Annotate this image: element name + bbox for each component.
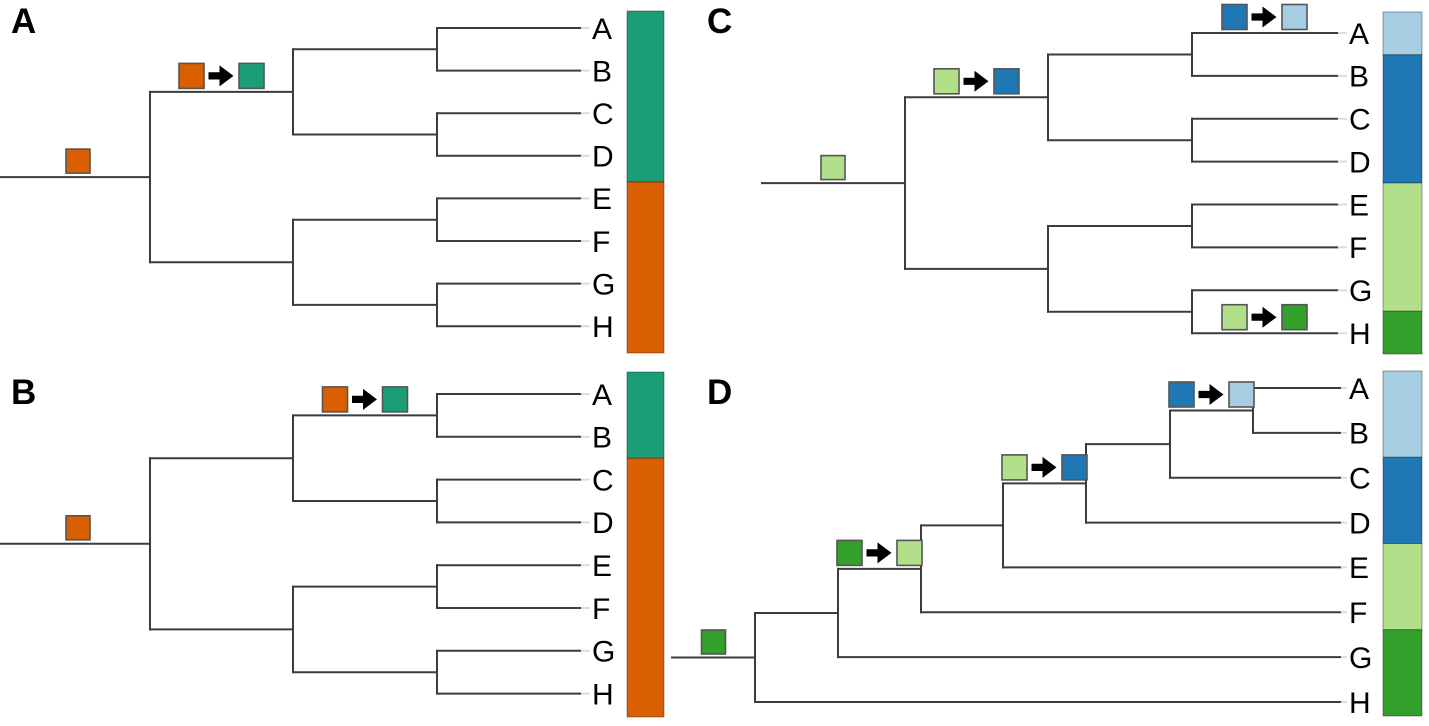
transition-from-square-light_green [1001,454,1028,481]
state-bar-segment-orange [626,181,665,354]
tip-label-A: A [592,13,612,46]
transition-to-square-light_blue [1228,381,1255,408]
state-bar-segment-blue [1382,456,1423,544]
root-state-square-light_green [820,154,846,181]
transition-to-square-light_green [896,539,923,567]
tip-label-A: A [592,379,612,412]
state-bar-segment-teal [626,371,665,459]
state-bar-segment-blue [1382,54,1423,184]
transition-to-square-blue [1061,454,1088,481]
tip-label-H: H [1349,687,1371,720]
tip-label-H: H [592,678,614,711]
tip-label-D: D [1349,146,1371,179]
transition-to-square-dark_green [1281,303,1308,331]
tip-label-E: E [1349,189,1369,222]
tip-state-bar [1382,11,1423,355]
transition-dark_green-to-light_green [836,539,923,567]
tip-label-G: G [592,268,615,301]
state-change-arrow-icon [1251,306,1277,328]
tip-label-E: E [592,183,612,216]
transition-from-square-light_green [1221,303,1248,331]
tip-label-C: C [592,98,614,131]
transition-orange-to-teal [321,386,409,413]
tip-label-G: G [1349,642,1372,675]
panel-label-A: A [11,2,36,41]
tip-label-F: F [1349,597,1367,630]
tip-label-D: D [1349,507,1371,540]
tip-label-E: E [1349,552,1369,585]
state-bar-segment-light_green [1382,182,1423,312]
panel-label-D: D [707,373,732,412]
tip-label-G: G [1349,275,1372,308]
tip-label-H: H [1349,318,1371,351]
root-state-square-orange [65,514,91,541]
tip-label-H: H [592,311,614,344]
tip-label-B: B [592,422,612,455]
transition-from-square-orange [321,386,349,413]
tree-C [761,32,1338,335]
transition-from-square-light_green [933,68,960,95]
transition-from-square-blue [1168,381,1195,408]
transition-blue-to-light_blue [1221,3,1308,31]
tip-label-F: F [592,226,610,259]
transition-from-square-orange [178,62,205,90]
tip-label-B: B [1349,61,1369,94]
root-state-square-dark_green [700,629,727,655]
transition-to-square-light_blue [1281,3,1308,31]
tip-label-E: E [592,550,612,583]
tip-label-B: B [1349,418,1369,451]
transition-to-square-teal [238,62,265,90]
state-change-arrow-icon [866,542,892,564]
tip-label-C: C [1349,463,1371,496]
state-bar-segment-dark_green [1382,629,1423,717]
tree-B [0,393,581,695]
state-change-arrow-icon [963,70,989,92]
transition-from-square-dark_green [836,539,863,567]
tip-label-B: B [592,55,612,88]
state-bar-segment-teal [626,10,665,183]
state-change-arrow-icon [1198,384,1224,405]
state-change-arrow-icon [208,65,234,87]
tip-state-bar [1382,370,1423,717]
state-bar-segment-light_blue [1382,11,1423,56]
transition-to-square-blue [993,68,1020,95]
root-state-square-orange [65,148,91,174]
transition-blue-to-light_blue [1168,381,1255,408]
panel-label-B: B [11,373,36,412]
tip-label-A: A [1349,373,1369,406]
state-change-arrow-icon [352,388,377,410]
transition-light_green-to-blue [933,68,1020,95]
state-bar-segment-light_green [1382,543,1423,631]
tip-label-A: A [1349,18,1369,51]
tree-D [671,387,1341,703]
tip-label-F: F [1349,232,1367,265]
state-change-arrow-icon [1031,456,1057,478]
tip-state-bar [626,371,665,718]
tree-A [0,27,581,328]
tip-label-F: F [592,593,610,626]
tip-label-D: D [592,507,614,540]
transition-from-square-blue [1221,3,1248,31]
tip-label-C: C [1349,104,1371,137]
state-bar-segment-dark_green [1382,310,1423,355]
transition-to-square-teal [381,386,409,413]
transition-light_green-to-dark_green [1221,303,1308,331]
panel-label-C: C [707,2,732,41]
state-bar-segment-light_blue [1382,370,1423,458]
tip-label-D: D [592,141,614,174]
tip-label-G: G [592,636,615,669]
tip-label-C: C [592,464,614,497]
state-bar-segment-orange [626,457,665,718]
state-change-arrow-icon [1251,6,1277,28]
transition-light_green-to-blue [1001,454,1088,481]
tip-state-bar [626,10,665,354]
transition-orange-to-teal [178,62,265,90]
